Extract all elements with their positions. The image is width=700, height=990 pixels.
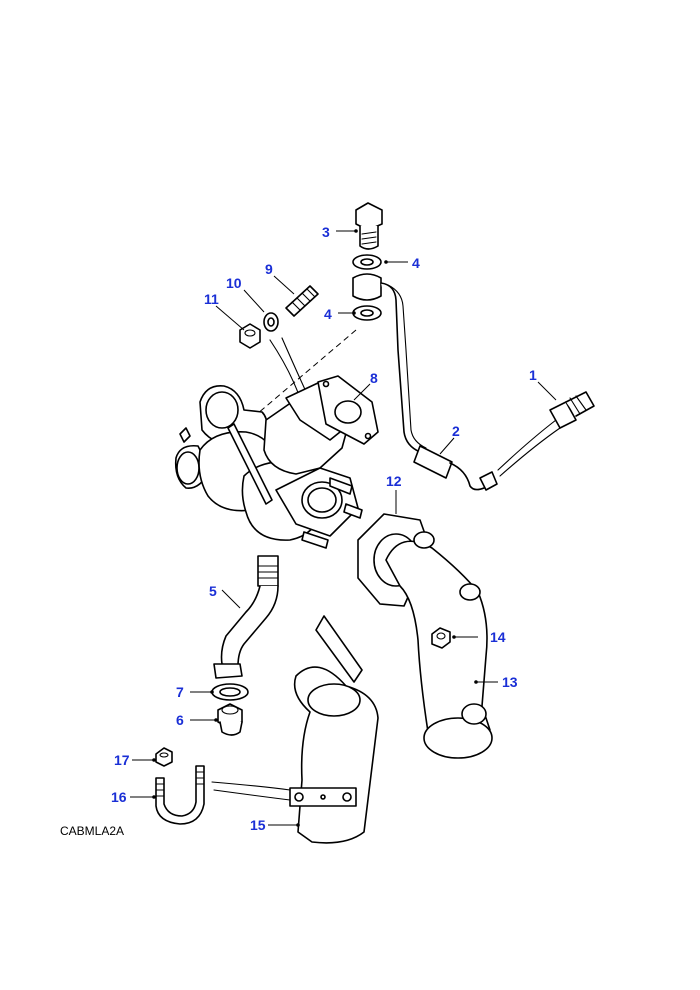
callout-10: 10	[226, 275, 242, 291]
part-nut-11	[239, 323, 261, 349]
part-gasket	[317, 375, 379, 445]
callout-3: 3	[322, 224, 330, 240]
part-sealing-washer	[211, 683, 249, 701]
callout-12: 12	[386, 473, 402, 489]
part-oil-feed-pipe	[387, 284, 561, 491]
leader-lines	[130, 229, 557, 827]
callout-11: 11	[204, 291, 219, 307]
callout-4-upper: 4	[412, 255, 420, 271]
part-drain-pipe	[213, 555, 279, 679]
part-union-adapter	[549, 391, 595, 429]
diagram-reference-code: CABMLA2A	[60, 824, 125, 838]
callout-8: 8	[370, 370, 378, 386]
part-adapter	[217, 703, 243, 736]
part-downpipe	[357, 513, 493, 759]
part-washer-10	[263, 312, 279, 332]
part-intermediate-pipe	[211, 615, 379, 844]
callout-5: 5	[209, 583, 217, 599]
callout-15: 15	[250, 817, 266, 833]
callout-9: 9	[265, 261, 273, 277]
part-u-bolt	[155, 765, 205, 825]
callout-6: 6	[176, 712, 184, 728]
callout-17: 17	[114, 752, 130, 768]
callout-7: 7	[176, 684, 184, 700]
part-washer-upper	[352, 254, 382, 270]
callout-1: 1	[529, 367, 537, 383]
callout-16: 16	[111, 789, 127, 805]
callout-4-lower: 4	[324, 306, 332, 322]
callout-2: 2	[452, 423, 460, 439]
part-washer-lower	[352, 305, 382, 321]
callout-14: 14	[490, 629, 506, 645]
part-stud	[285, 285, 319, 317]
part-banjo-bolt	[355, 202, 383, 250]
callout-13: 13	[502, 674, 518, 690]
callouts: 1 2 3 4 4 5 6 7 8 9 10 11 12 13 14 15 16…	[111, 224, 537, 833]
part-nut-17	[155, 747, 173, 767]
part-nut-14	[431, 627, 451, 649]
